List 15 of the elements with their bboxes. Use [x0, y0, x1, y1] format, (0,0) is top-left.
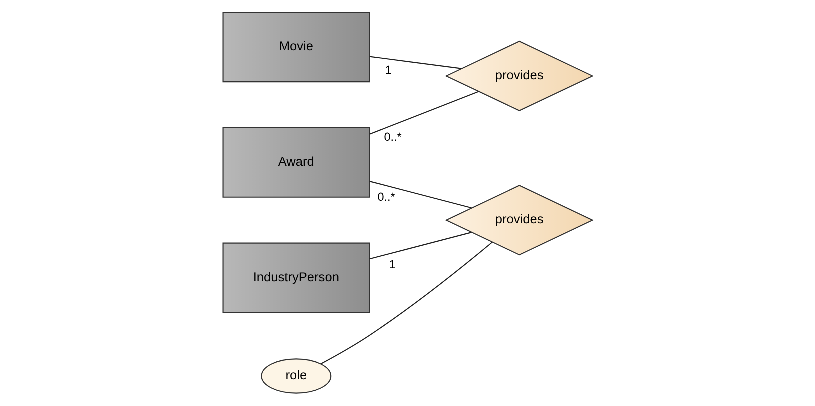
connector	[369, 56, 462, 70]
connector	[320, 242, 492, 365]
edge-label: 1	[388, 258, 396, 272]
connector	[369, 91, 479, 135]
edge-label: 0..*	[377, 191, 395, 204]
node-diamond: provides	[444, 40, 594, 112]
node-box: IndustryPerson	[222, 242, 370, 314]
connector	[369, 181, 472, 209]
node-ellipse: role	[260, 358, 332, 394]
node-box: Award	[222, 127, 370, 198]
edge-label: 1	[384, 64, 392, 78]
node-box: Movie	[222, 12, 370, 83]
edge-label: 0..*	[384, 130, 402, 144]
connector	[369, 232, 472, 260]
node-diamond: provides	[444, 185, 594, 256]
